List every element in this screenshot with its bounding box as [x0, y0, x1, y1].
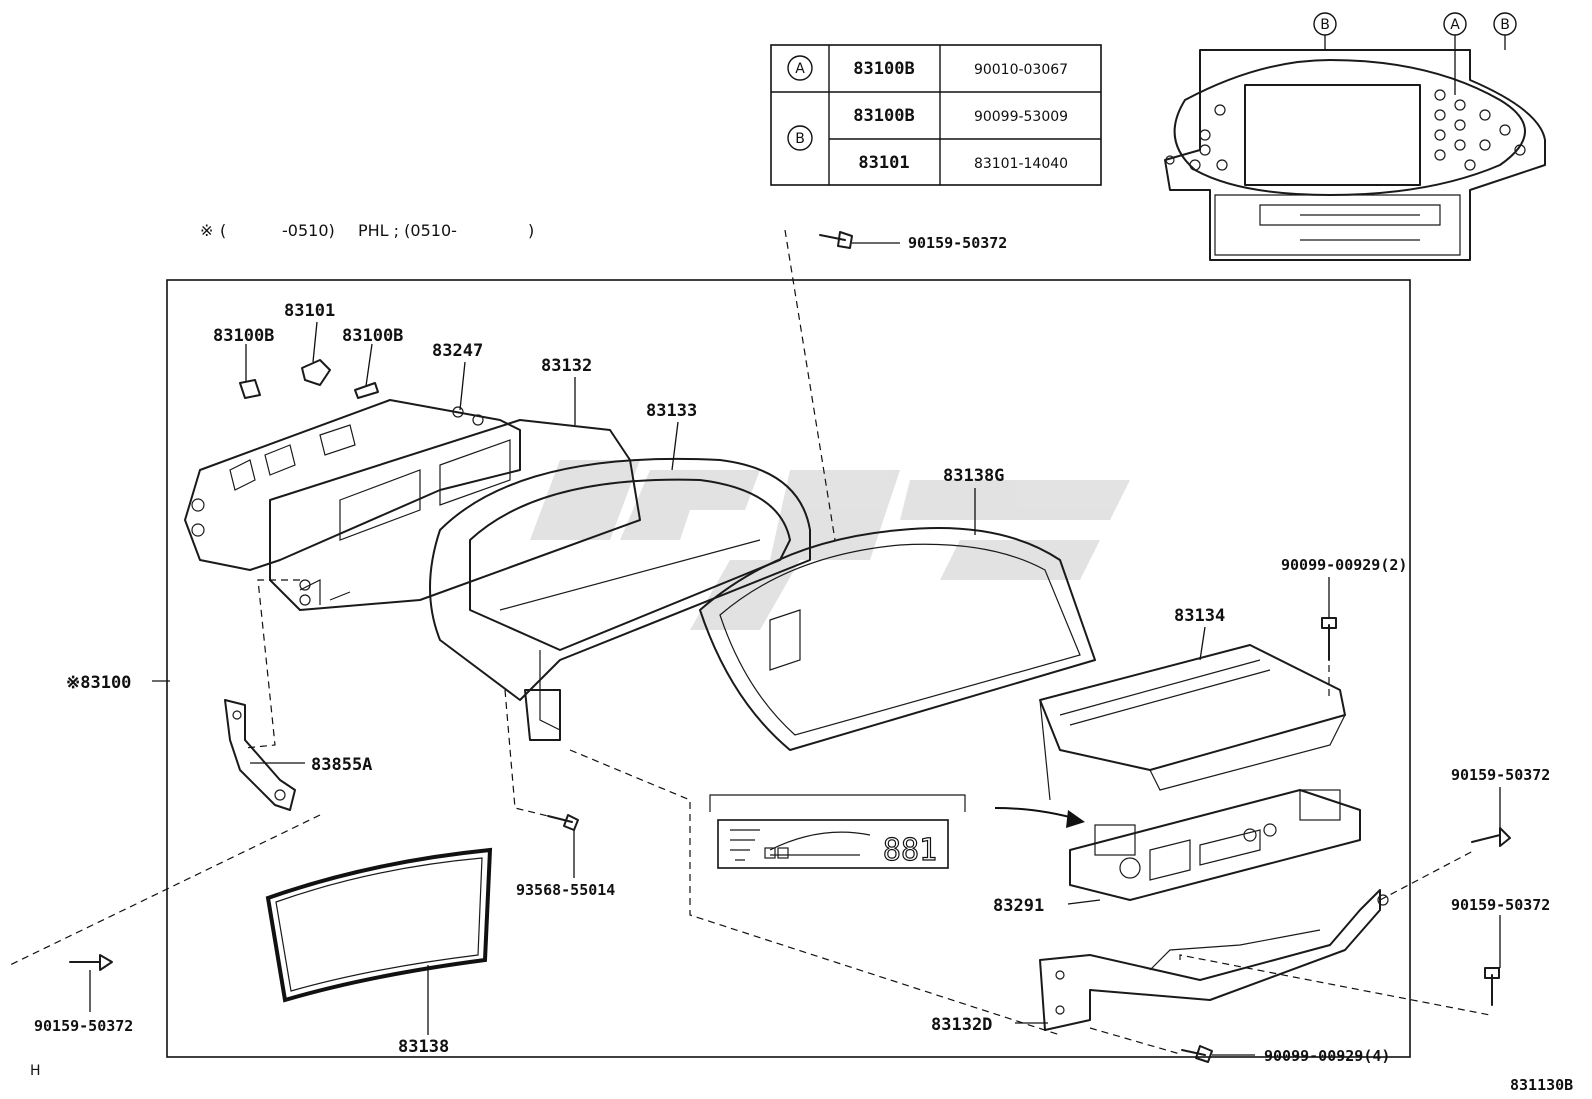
- inset-rear-view: B A B: [1164, 12, 1546, 261]
- clip-parts: [239, 359, 379, 399]
- note-mark: ※: [200, 221, 213, 240]
- dashed-guides: [9, 229, 1491, 1055]
- table-key-b: B: [795, 131, 805, 147]
- reference-table: A B 83100B 83100B 83101 90010-03067 9009…: [770, 44, 1102, 186]
- meter-glass-83138g: [699, 527, 1096, 751]
- note-close-paren: ): [528, 221, 534, 240]
- label-83132d: 83132D: [931, 1015, 992, 1035]
- label-83247: 83247: [432, 341, 483, 361]
- label-83100: ※83100: [66, 673, 131, 693]
- label-83138g: 83138G: [943, 466, 1004, 486]
- table-code-2: 83100B: [853, 106, 914, 126]
- label-83855a: 83855A: [311, 755, 372, 775]
- callout-labels: 90159-50372 83101 83100B 83100B 83247 83…: [34, 234, 1550, 1065]
- note-before: -0510): [282, 221, 335, 240]
- inset-screw-holes: [1165, 89, 1526, 171]
- label-83100b-right: 83100B: [342, 326, 403, 346]
- circuit-board-83291: [1069, 789, 1361, 901]
- label-90099-4: 90099-00929(4): [1264, 1047, 1390, 1065]
- diagram-code: 831130B: [1510, 1076, 1573, 1094]
- flow-arrowhead: [1066, 810, 1085, 828]
- meter-plate-83133: [429, 457, 811, 741]
- label-90099-2: 90099-00929(2): [1281, 556, 1407, 574]
- lcd-digits: 881: [883, 833, 937, 868]
- circuit-cover-83134: [1039, 644, 1346, 801]
- table-code-1: 83100B: [853, 59, 914, 79]
- label-93568: 93568-55014: [516, 881, 615, 899]
- table-code-3: 83101: [858, 153, 909, 173]
- note-middle: PHL ; (0510-: [358, 221, 457, 240]
- inset-marker-b2: B: [1500, 17, 1510, 33]
- screw-icons: [69, 231, 1511, 1063]
- label-90159-right-2: 90159-50372: [1451, 896, 1550, 914]
- label-83138: 83138: [398, 1037, 449, 1057]
- table-part-2: 90099-53009: [974, 109, 1068, 125]
- inset-marker-b1: B: [1320, 17, 1330, 33]
- meter-case-83132: [269, 419, 641, 611]
- label-83100b-left: 83100B: [213, 326, 274, 346]
- lens-83138: [265, 847, 493, 1003]
- label-83133: 83133: [646, 401, 697, 421]
- label-90159-left: 90159-50372: [34, 1017, 133, 1035]
- note-open-paren: (: [220, 221, 226, 240]
- table-part-1: 90010-03067: [974, 62, 1068, 78]
- table-key-a: A: [795, 61, 805, 77]
- bracket-83855a: [224, 699, 296, 811]
- label-90159-right-1: 90159-50372: [1451, 766, 1550, 784]
- corner-mark: H: [30, 1063, 41, 1079]
- table-part-3: 83101-14040: [974, 156, 1068, 172]
- label-83291: 83291: [993, 896, 1044, 916]
- applicability-note: ※ ( -0510) PHL ; (0510- ): [200, 221, 534, 240]
- lcd-display-detail: 881: [709, 794, 966, 869]
- label-83134: 83134: [1174, 606, 1225, 626]
- label-90159-top: 90159-50372: [908, 234, 1007, 252]
- lower-bracket-83132d: [1039, 889, 1389, 1031]
- label-83101: 83101: [284, 301, 335, 321]
- leader-lines: [89, 242, 1501, 1056]
- label-83132: 83132: [541, 356, 592, 376]
- watermark-logo: [530, 460, 1130, 630]
- inset-marker-a: A: [1450, 17, 1460, 33]
- assembly-frame: [166, 279, 1411, 1058]
